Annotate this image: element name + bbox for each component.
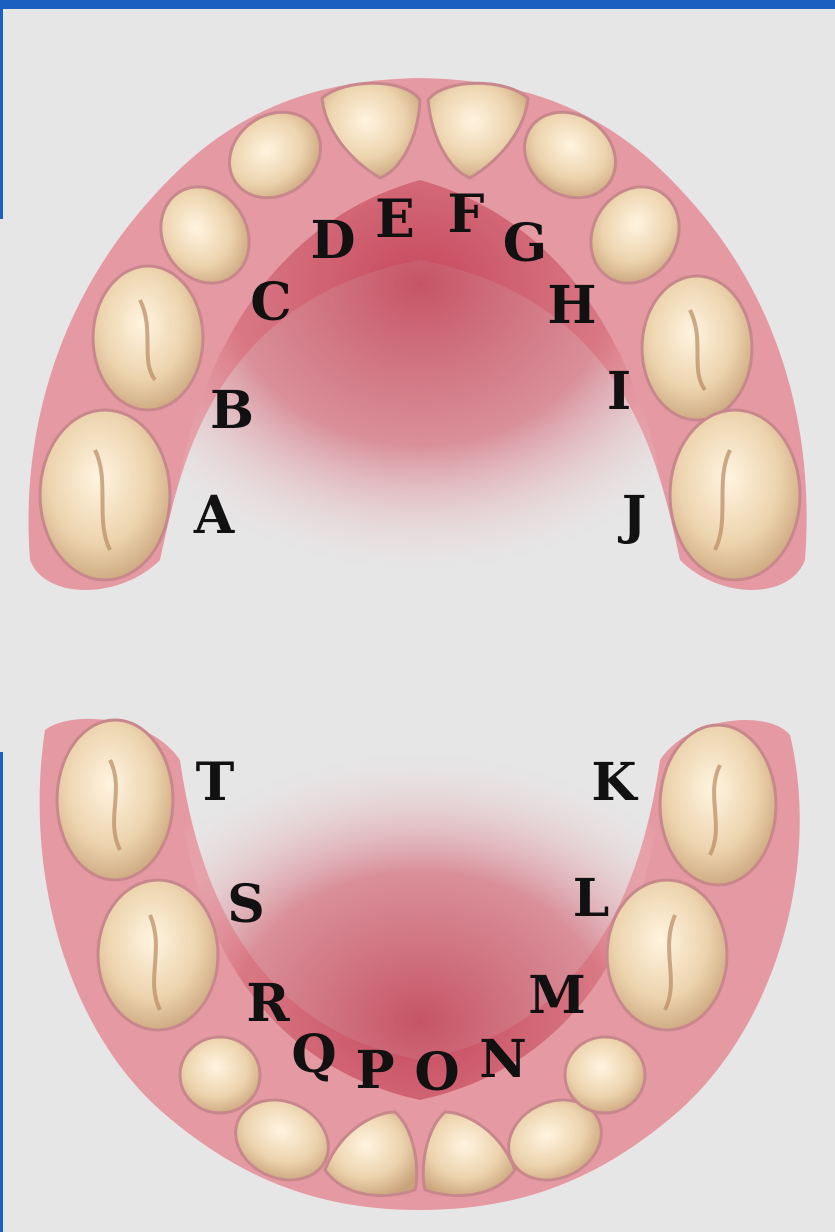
- label-tooth-A: A: [194, 490, 234, 542]
- label-tooth-P: P: [355, 1045, 394, 1097]
- label-tooth-L: L: [573, 873, 610, 925]
- label-tooth-J: J: [622, 490, 647, 542]
- label-tooth-C: C: [250, 277, 291, 329]
- label-tooth-O: O: [414, 1047, 459, 1099]
- label-tooth-T: T: [196, 757, 235, 809]
- upper-molar-right-2: [670, 410, 800, 580]
- label-tooth-Q: Q: [291, 1029, 336, 1081]
- lower-molar-right-2: [660, 725, 776, 885]
- label-tooth-D: D: [310, 215, 355, 267]
- lower-canine-left: [180, 1037, 260, 1113]
- label-tooth-M: M: [528, 970, 586, 1022]
- label-tooth-E: E: [375, 194, 415, 246]
- label-tooth-H: H: [547, 280, 596, 332]
- label-tooth-G: G: [503, 218, 547, 270]
- label-tooth-B: B: [210, 385, 254, 437]
- label-tooth-F: F: [448, 189, 485, 241]
- label-tooth-S: S: [227, 879, 265, 931]
- label-tooth-K: K: [591, 757, 636, 809]
- label-tooth-R: R: [246, 978, 289, 1030]
- label-tooth-I: I: [607, 366, 631, 418]
- upper-molar-left-2: [40, 410, 170, 580]
- label-tooth-N: N: [479, 1034, 527, 1086]
- lower-canine-right: [565, 1037, 645, 1113]
